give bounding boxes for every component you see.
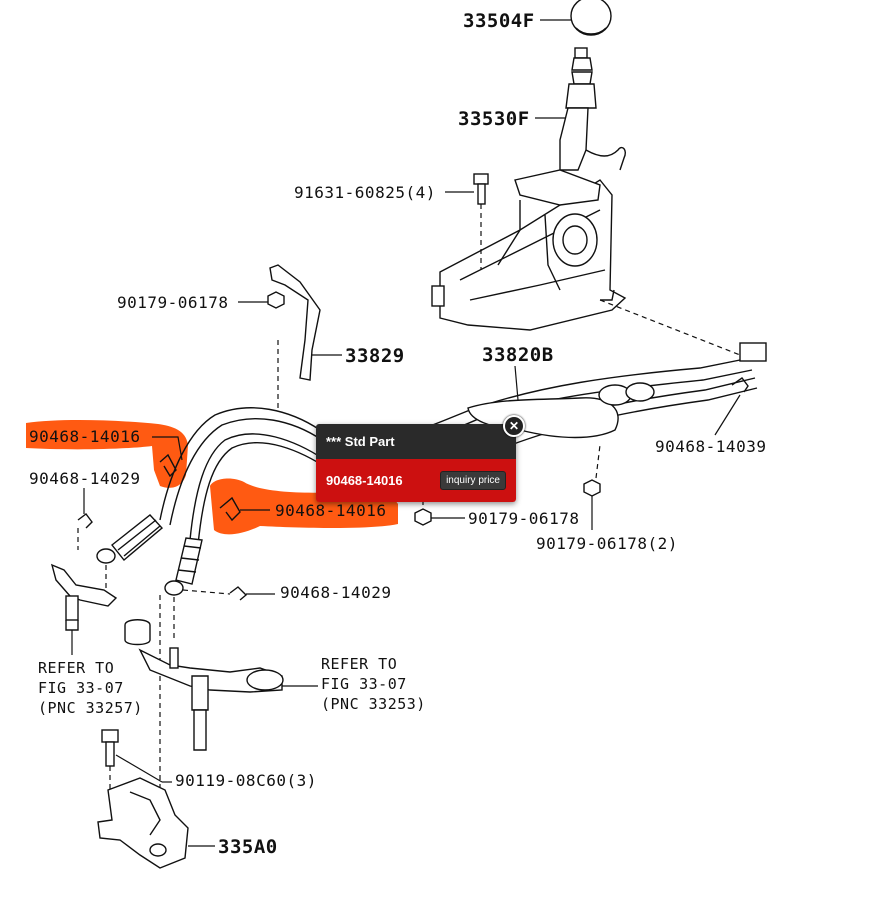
- label-clip-left: 90468-14029: [29, 469, 140, 488]
- popup-title: *** Std Part: [316, 424, 516, 459]
- label-bolt-top: 91631-60825(4): [294, 183, 436, 202]
- nut-mid: [414, 508, 432, 526]
- label-clip-top-left: 90468-14016: [29, 427, 140, 446]
- label-knob: 33504F: [463, 10, 535, 32]
- nut-right: [583, 479, 601, 497]
- popup-body: 90468-14016 inquiry price: [316, 459, 516, 502]
- label-clip-right: 90468-14039: [655, 437, 766, 456]
- clip-lower: [229, 586, 248, 601]
- close-icon[interactable]: ✕: [503, 415, 525, 437]
- label-nut-left: 90179-06178: [117, 293, 228, 312]
- highlight-top-left: [26, 420, 188, 488]
- label-bolt-bottom: 90119-08C60(3): [175, 771, 317, 790]
- nut-left: [267, 291, 285, 309]
- label-refer-left-1: REFER TO: [38, 659, 114, 677]
- label-base: 335A0: [218, 836, 278, 858]
- label-refer-right-3: (PNC 33253): [321, 695, 426, 713]
- label-nut-mid: 90179-06178: [468, 509, 579, 528]
- shift-lever: [559, 47, 627, 171]
- clip-right: [731, 377, 749, 393]
- clip-top-left: [159, 453, 177, 478]
- inquiry-price-button[interactable]: inquiry price: [440, 471, 506, 490]
- label-clip-mid: 90468-14016: [275, 501, 386, 520]
- label-refer-left-3: (PNC 33257): [38, 699, 143, 717]
- shifter-housing: [431, 169, 627, 331]
- shift-knob: [570, 0, 612, 36]
- label-cable-assy: 33820B: [482, 344, 554, 366]
- popup-part-number[interactable]: 90468-14016: [326, 473, 403, 488]
- label-nut-right: 90179-06178(2): [536, 534, 678, 553]
- part-popup: *** Std Part 90468-14016 inquiry price ✕: [316, 415, 525, 502]
- cable-boot-right: [164, 537, 203, 596]
- bracket-33829: [269, 264, 321, 381]
- label-refer-right-1: REFER TO: [321, 655, 397, 673]
- selector-lever-right: [124, 619, 284, 751]
- cable-boot-left: [96, 514, 164, 564]
- clip-mid: [219, 496, 241, 522]
- label-bracket: 33829: [345, 345, 405, 367]
- bolt-bottom: [101, 729, 119, 767]
- label-refer-right-2: FIG 33-07: [321, 675, 407, 693]
- bolt-top: [473, 173, 489, 205]
- base-bracket: [97, 777, 189, 869]
- label-refer-left-2: FIG 33-07: [38, 679, 124, 697]
- label-clip-lower: 90468-14029: [280, 583, 391, 602]
- label-lever: 33530F: [458, 108, 530, 130]
- clip-left: [77, 513, 93, 529]
